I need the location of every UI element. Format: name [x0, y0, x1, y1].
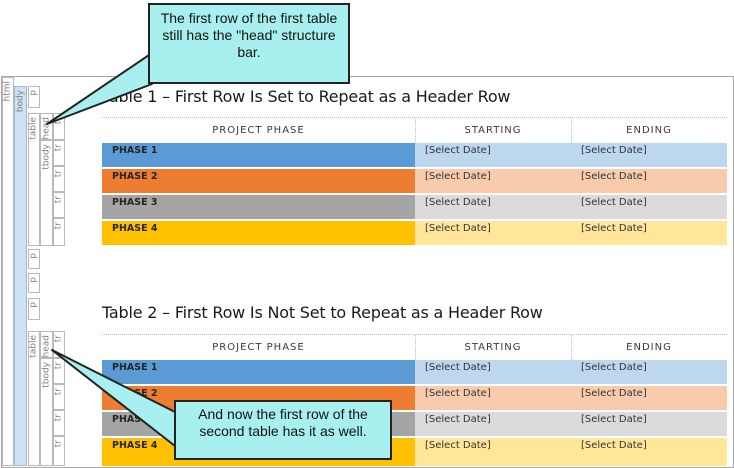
structure-bar-p[interactable]: p [28, 249, 40, 269]
starting-date-cell[interactable]: [Select Date] [415, 169, 571, 193]
starting-date-cell[interactable]: [Select Date] [415, 195, 571, 219]
structure-bar-tr[interactable]: tr [53, 436, 65, 466]
structure-bar-tr[interactable]: tr [53, 384, 65, 410]
header-ending: ENDING [626, 125, 672, 136]
structure-bar-head[interactable]: head [40, 113, 53, 140]
starting-date-cell[interactable]: [Select Date] [415, 386, 571, 410]
ending-date-cell[interactable]: [Select Date] [571, 386, 727, 410]
table-row[interactable]: PHASE 4 [Select Date] [Select Date] [102, 221, 727, 245]
header-ending: ENDING [626, 342, 672, 353]
structure-bar-tr[interactable]: tr [53, 358, 65, 384]
header-project-phase: PROJECT PHASE [212, 342, 305, 353]
structure-bar-p[interactable]: p [28, 273, 40, 293]
table-2-title: Table 2 – First Row Is Not Set to Repeat… [102, 303, 543, 322]
ending-date-cell[interactable]: [Select Date] [571, 221, 727, 245]
structure-bar-table[interactable]: table [28, 331, 40, 466]
column-divider [571, 335, 572, 360]
phase-cell[interactable]: PHASE 1 [102, 360, 415, 384]
top-callout: The first row of the first table still h… [148, 3, 350, 84]
structure-bar-tr[interactable]: tr [53, 192, 65, 218]
starting-date-cell[interactable]: [Select Date] [415, 412, 571, 436]
table-row[interactable]: PHASE 3 [Select Date] [Select Date] [102, 195, 727, 219]
structure-bar-table[interactable]: table [28, 113, 40, 246]
column-divider [415, 118, 416, 143]
starting-date-cell[interactable]: [Select Date] [415, 360, 571, 384]
structure-bar-tbody[interactable]: tbody [40, 140, 53, 246]
ending-date-cell[interactable]: [Select Date] [571, 195, 727, 219]
column-divider [571, 118, 572, 143]
ending-date-cell[interactable]: [Select Date] [571, 412, 727, 436]
table-row[interactable]: PHASE 1 [Select Date] [Select Date] [102, 360, 727, 384]
table-row[interactable]: PHASE 1 [Select Date] [Select Date] [102, 143, 727, 167]
starting-date-cell[interactable]: [Select Date] [415, 438, 571, 466]
header-starting: STARTING [464, 125, 522, 136]
table-1-title: Table 1 – First Row Is Set to Repeat as … [102, 87, 511, 106]
structure-bar-tr[interactable]: tr [53, 410, 65, 436]
starting-date-cell[interactable]: [Select Date] [415, 221, 571, 245]
ending-date-cell[interactable]: [Select Date] [571, 143, 727, 167]
starting-date-cell[interactable]: [Select Date] [415, 143, 571, 167]
phase-cell[interactable]: PHASE 1 [102, 143, 415, 167]
structure-bar-tr[interactable]: tr [53, 140, 65, 166]
header-project-phase: PROJECT PHASE [212, 125, 305, 136]
phase-cell[interactable]: PHASE 3 [102, 195, 415, 219]
column-divider [415, 335, 416, 360]
ending-date-cell[interactable]: [Select Date] [571, 169, 727, 193]
top-callout-pointer [46, 52, 153, 125]
structure-bar-html[interactable]: html [2, 77, 14, 466]
structure-bar-p[interactable]: p [28, 86, 40, 108]
structure-bar-thead[interactable]: thead [40, 331, 53, 361]
structure-bar-tr[interactable]: tr [53, 166, 65, 192]
phase-cell[interactable]: PHASE 4 [102, 221, 415, 245]
phase-cell[interactable]: PHASE 2 [102, 169, 415, 193]
structure-bar-p[interactable]: p [28, 298, 40, 320]
structure-bar-body[interactable]: body [14, 86, 27, 466]
top-callout-text: The first row of the first table still h… [160, 10, 338, 60]
bottom-callout-pointer [51, 349, 176, 447]
ending-date-cell[interactable]: [Select Date] [571, 438, 727, 466]
table-row[interactable]: PHASE 2 [Select Date] [Select Date] [102, 169, 727, 193]
table-1: PROJECT PHASE STARTING ENDING PHASE 1 [S… [102, 117, 727, 245]
structure-bar-tr[interactable]: tr [53, 218, 65, 246]
structure-bar-tbody[interactable]: tbody [40, 358, 53, 466]
header-starting: STARTING [464, 342, 522, 353]
bottom-callout-text: And now the first row of the second tabl… [198, 406, 368, 439]
ending-date-cell[interactable]: [Select Date] [571, 360, 727, 384]
bottom-callout: And now the first row of the second tabl… [174, 400, 392, 460]
